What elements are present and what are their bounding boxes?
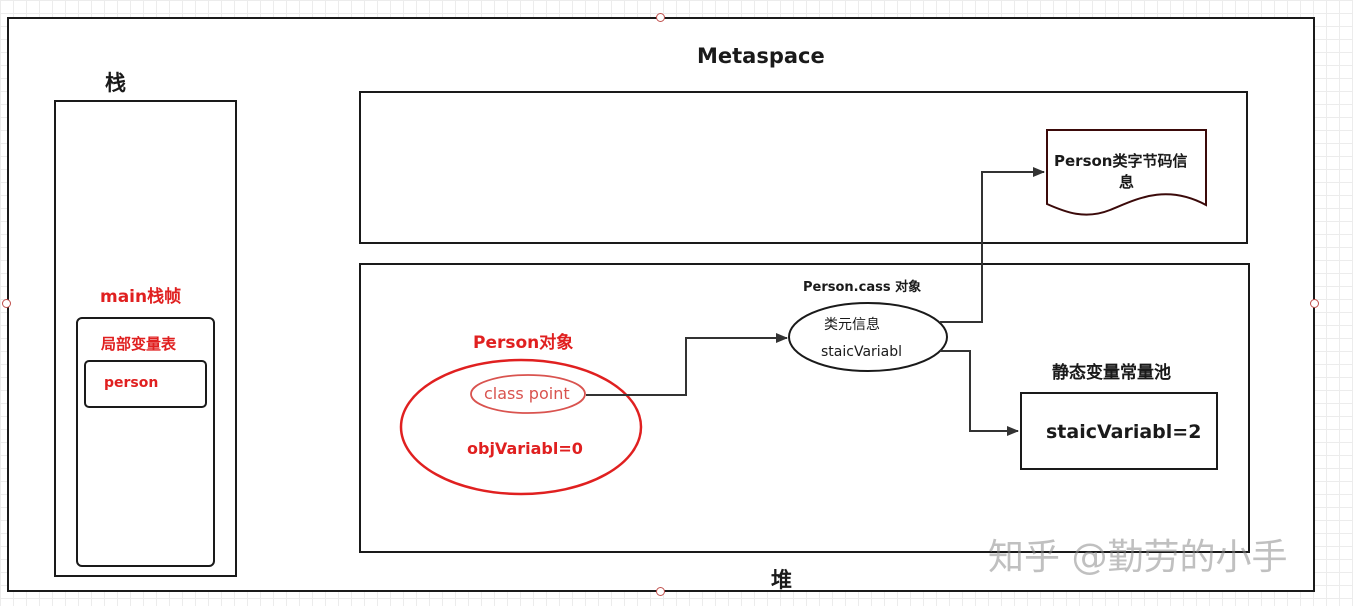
watermark-text: 知乎 @勤劳的小手 xyxy=(988,537,1288,578)
metaspace-title: Metaspace xyxy=(697,44,825,68)
bytecode-info-line2: 息 xyxy=(1119,173,1135,191)
heap-title: 堆 xyxy=(771,568,792,592)
person-object-label: Person对象 xyxy=(473,333,574,353)
static-variable-field-label: staicVariabl xyxy=(821,344,903,360)
obj-variable-label: objVariabl=0 xyxy=(467,439,583,458)
class-meta-info-label: 类元信息 xyxy=(824,317,880,333)
bytecode-info-line1: Person类字节码信 xyxy=(1054,152,1188,170)
person-variable-label: person xyxy=(104,375,159,391)
local-variable-table-box xyxy=(76,317,215,567)
stack-title: 栈 xyxy=(105,71,126,95)
class-meta-info-arrow xyxy=(940,167,1045,323)
person-class-object-ellipse xyxy=(788,302,948,372)
diagram-frame xyxy=(7,17,1315,592)
class-point-arrow xyxy=(586,333,788,396)
local-variable-table-label: 局部变量表 xyxy=(101,335,177,353)
static-variable-arrow xyxy=(940,350,1019,436)
selection-handle-bottom[interactable] xyxy=(656,587,665,596)
main-frame-label: main栈帧 xyxy=(100,287,182,307)
person-class-object-label: Person.cass 对象 xyxy=(803,280,922,295)
bytecode-document-shape xyxy=(1046,129,1207,216)
selection-handle-top[interactable] xyxy=(656,13,665,22)
stack-box xyxy=(54,100,237,577)
selection-handle-left[interactable] xyxy=(2,299,11,308)
class-point-label: class point xyxy=(484,384,570,403)
person-object-ellipse xyxy=(399,358,643,496)
static-pool-box xyxy=(1020,392,1218,470)
static-pool-value: staicVariabl=2 xyxy=(1046,421,1202,443)
metaspace-box xyxy=(359,91,1248,244)
class-point-ellipse xyxy=(470,374,586,414)
selection-handle-right[interactable] xyxy=(1310,299,1319,308)
person-variable-slot xyxy=(84,360,207,408)
heap-box xyxy=(359,263,1250,553)
static-pool-title: 静态变量常量池 xyxy=(1052,363,1171,383)
